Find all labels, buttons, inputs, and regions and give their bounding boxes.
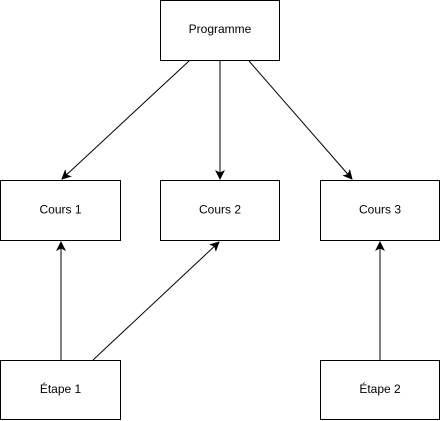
- edge-programme-to-cours1: [61, 60, 190, 180]
- node-etape2-label: Étape 2: [359, 381, 401, 396]
- node-cours2-box: [160, 180, 280, 241]
- node-etape2-box: [320, 360, 440, 420]
- node-programme-label: Programme: [189, 22, 252, 36]
- node-etape1-box: [0, 360, 121, 420]
- edges: [56, 60, 385, 361]
- node-cours3-box: [320, 180, 440, 241]
- node-cours3[interactable]: Cours 3: [320, 180, 440, 241]
- node-etape1[interactable]: Étape 1: [0, 360, 121, 420]
- node-cours3-label: Cours 3: [359, 203, 401, 217]
- node-cours2-label: Cours 2: [199, 203, 241, 217]
- node-programme[interactable]: Programme: [160, 0, 280, 61]
- node-cours1-box: [0, 180, 121, 241]
- edge-etape1-to-cours2: [92, 241, 220, 361]
- node-cours1-label: Cours 1: [39, 203, 81, 217]
- node-cours2[interactable]: Cours 2: [160, 180, 280, 241]
- node-cours1[interactable]: Cours 1: [0, 180, 121, 241]
- node-etape2[interactable]: Étape 2: [320, 360, 440, 420]
- edge-programme-to-cours3: [248, 60, 353, 180]
- node-programme-box: [160, 0, 280, 61]
- node-etape1-label: Étape 1: [40, 381, 82, 396]
